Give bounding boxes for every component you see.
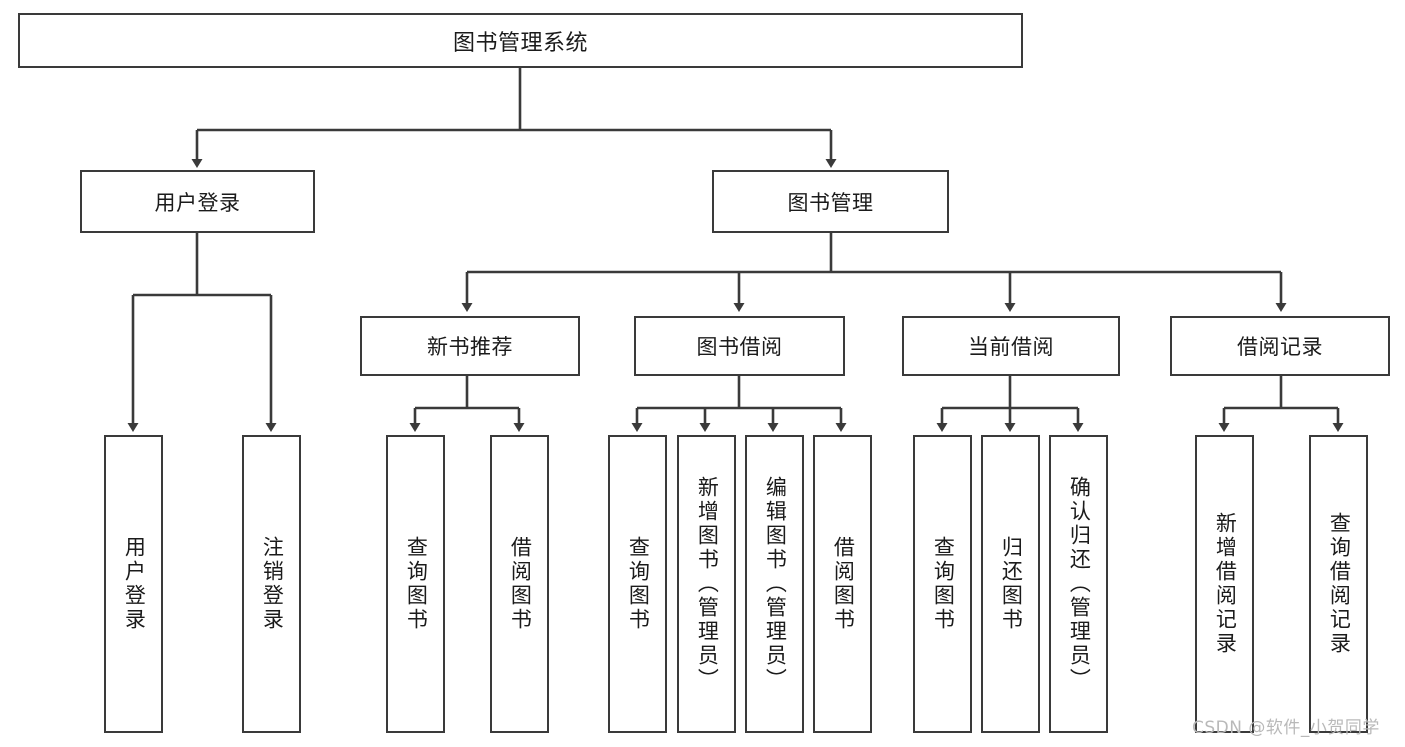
node-label: 图书借阅 [696,335,783,359]
node-leaf-return-book[interactable]: 归还图书 [981,435,1040,733]
node-leaf-query-book-recommend[interactable]: 查询图书 [386,435,445,733]
node-root-system[interactable]: 图书管理系统 [18,13,1023,68]
node-label: 注销登录 [260,536,285,632]
node-label: 新书推荐 [427,335,513,359]
node-leaf-borrow-book[interactable]: 借阅图书 [813,435,872,733]
node-label: 借阅记录 [1237,335,1323,359]
node-label: 图书管理系统 [452,30,588,56]
node-label: 确认归还（管理员） [1067,476,1092,692]
csdn-watermark: CSDN @软件_小贺同学 [1192,718,1380,738]
node-label: 新增借阅记录 [1213,512,1238,656]
node-leaf-add-borrow-record[interactable]: 新增借阅记录 [1195,435,1254,733]
node-user-login[interactable]: 用户登录 [80,170,315,233]
node-label: 查询图书 [404,536,429,632]
node-label: 查询图书 [931,536,956,632]
node-label: 借阅图书 [508,536,533,632]
node-leaf-borrow-book-recommend[interactable]: 借阅图书 [490,435,549,733]
node-leaf-query-book-current[interactable]: 查询图书 [913,435,972,733]
node-label: 图书管理 [787,190,874,215]
node-new-book-recommend[interactable]: 新书推荐 [360,316,580,376]
node-label: 用户登录 [154,190,241,215]
node-label: 当前借阅 [968,335,1054,359]
node-book-borrow[interactable]: 图书借阅 [634,316,845,376]
node-leaf-user-login[interactable]: 用户登录 [104,435,163,733]
node-label: 查询借阅记录 [1327,512,1352,656]
node-current-borrow[interactable]: 当前借阅 [902,316,1120,376]
node-label: 新增图书（管理员） [695,476,720,692]
node-book-manage[interactable]: 图书管理 [712,170,949,233]
node-leaf-confirm-return-admin[interactable]: 确认归还（管理员） [1049,435,1108,733]
node-label: 编辑图书（管理员） [763,476,788,692]
node-leaf-query-book-borrow[interactable]: 查询图书 [608,435,667,733]
node-label: 查询图书 [626,536,651,632]
node-label: 归还图书 [999,536,1024,632]
node-label: 用户登录 [122,536,147,632]
node-leaf-query-borrow-record[interactable]: 查询借阅记录 [1309,435,1368,733]
node-leaf-logout[interactable]: 注销登录 [242,435,301,733]
node-borrow-record[interactable]: 借阅记录 [1170,316,1390,376]
node-leaf-edit-book-admin[interactable]: 编辑图书（管理员） [745,435,804,733]
node-label: 借阅图书 [831,536,856,632]
node-leaf-add-book-admin[interactable]: 新增图书（管理员） [677,435,736,733]
